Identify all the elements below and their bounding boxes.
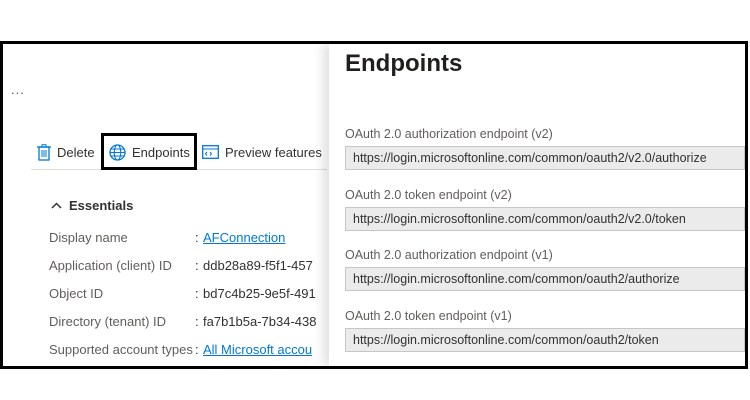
endpoints-label: Endpoints xyxy=(132,144,190,160)
panel-title: Endpoints xyxy=(345,50,463,77)
endpoint-label: OAuth 2.0 token endpoint (v1) xyxy=(345,309,512,323)
endpoint-url-field[interactable]: https://login.microsoftonline.com/common… xyxy=(345,207,745,231)
delete-label: Delete xyxy=(57,144,95,160)
endpoint-label: OAuth 2.0 authorization endpoint (v1) xyxy=(345,248,553,262)
essentials-row: Directory (tenant) ID: fa7b1b5a-7b34-438 xyxy=(49,314,317,329)
row-colon: : xyxy=(195,258,199,273)
endpoint-label: OAuth 2.0 token endpoint (v2) xyxy=(345,188,512,202)
chevron-up-icon xyxy=(51,202,62,209)
screenshot-frame: ... Delete Endpoints Preview features Es… xyxy=(0,41,748,369)
essentials-row: Object ID: bd7c4b25-9e5f-491 xyxy=(49,286,316,301)
more-options-button[interactable]: ... xyxy=(11,82,25,97)
essentials-row: Application (client) ID: ddb28a89-f5f1-45… xyxy=(49,258,313,273)
row-key: Directory (tenant) ID xyxy=(49,314,167,329)
row-key: Display name xyxy=(49,230,128,245)
essentials-label: Essentials xyxy=(69,198,134,213)
row-colon: : xyxy=(195,314,199,329)
endpoints-panel: Endpoints OAuth 2.0 authorization endpoi… xyxy=(329,44,745,366)
endpoint-label: OAuth 2.0 authorization endpoint (v2) xyxy=(345,127,553,141)
endpoint-url-field[interactable]: https://login.microsoftonline.com/common… xyxy=(345,267,745,291)
preview-features-icon xyxy=(202,145,219,159)
endpoints-button[interactable]: Endpoints xyxy=(109,134,190,170)
preview-features-label: Preview features xyxy=(225,144,322,160)
row-colon: : xyxy=(195,286,199,301)
row-key: Application (client) ID xyxy=(49,258,172,273)
essentials-row: Supported account types: All Microsoft ac… xyxy=(49,342,312,357)
row-key: Object ID xyxy=(49,286,104,301)
preview-features-button[interactable]: Preview features xyxy=(202,134,322,170)
row-colon: : xyxy=(195,230,199,245)
trash-icon xyxy=(37,143,51,161)
account-types-link[interactable]: All Microsoft accou xyxy=(203,342,313,357)
row-key: Supported account types xyxy=(49,342,193,357)
command-bar: Delete Endpoints Preview features xyxy=(31,134,327,170)
app-overview: ... Delete Endpoints Preview features Es… xyxy=(3,44,329,366)
essentials-toggle[interactable]: Essentials xyxy=(51,198,133,213)
row-colon: : xyxy=(195,342,199,357)
endpoint-url-field[interactable]: https://login.microsoftonline.com/common… xyxy=(345,328,745,352)
endpoints-highlight-box xyxy=(101,133,197,170)
globe-icon xyxy=(109,143,126,161)
row-value: bd7c4b25-9e5f-491 xyxy=(203,286,316,301)
essentials-row: Display name: AFConnection xyxy=(49,230,285,245)
endpoint-url-field[interactable]: https://login.microsoftonline.com/common… xyxy=(345,146,745,170)
display-name-link[interactable]: AFConnection xyxy=(203,230,286,245)
row-value: ddb28a89-f5f1-457 xyxy=(203,258,313,273)
row-value: fa7b1b5a-7b34-438 xyxy=(203,314,317,329)
delete-button[interactable]: Delete xyxy=(37,134,95,170)
